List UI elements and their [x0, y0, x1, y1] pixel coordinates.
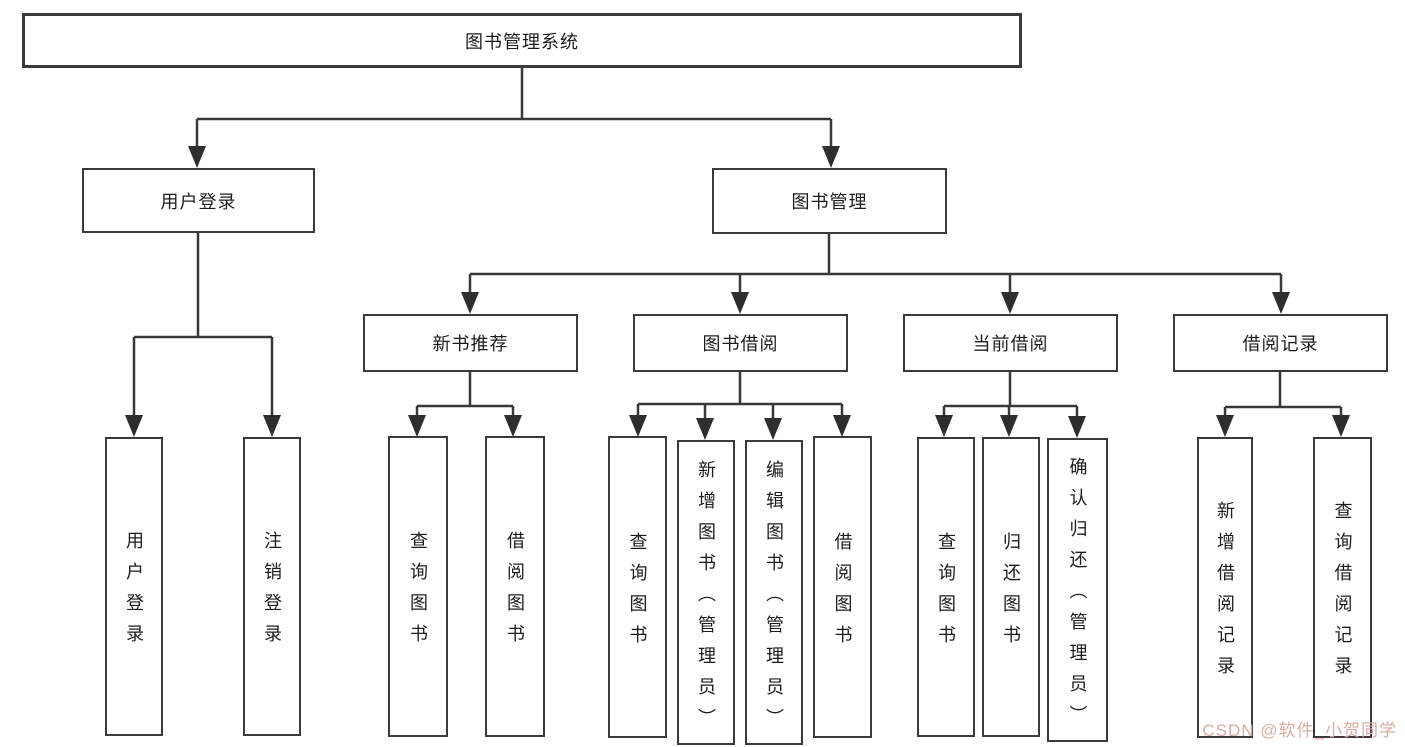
leaf-query-books-borrow-label: 查询图书	[627, 531, 648, 656]
node-current-borrow: 当前借阅	[903, 314, 1118, 372]
node-book-management-label: 图书管理	[791, 192, 868, 212]
connector-new-book-split	[415, 372, 515, 420]
node-library-system: 图书管理系统	[22, 13, 1022, 68]
node-current-borrow-label: 当前借阅	[972, 334, 1049, 354]
leaf-edit-book-admin: 编辑图书（管理员）	[745, 440, 803, 745]
leaf-borrow-books-recommend: 借阅图书	[485, 436, 545, 737]
arrow-down-icon	[125, 146, 1350, 440]
connector-user-login-split	[132, 233, 274, 420]
csdn-watermark: CSDN @软件_小贺同学	[1202, 721, 1397, 740]
leaf-query-books-current-label: 查询图书	[936, 531, 956, 656]
leaf-query-books-borrow: 查询图书	[608, 436, 667, 738]
leaf-add-book-admin: 新增图书（管理员）	[677, 440, 735, 745]
node-book-borrow: 图书借阅	[633, 314, 848, 372]
leaf-borrow-book-label: 借阅图书	[832, 531, 853, 656]
leaf-query-books-recommend: 查询图书	[388, 436, 448, 737]
leaf-add-book-admin-label: 新增图书（管理员）	[696, 459, 716, 739]
leaf-user-login-label: 用户登录	[124, 531, 144, 655]
leaf-return-book: 归还图书	[982, 437, 1040, 737]
connector-current-borrow-split	[942, 372, 1079, 421]
leaf-return-book-label: 归还图书	[1001, 531, 1021, 656]
leaf-edit-book-admin-label: 编辑图书（管理员）	[764, 459, 784, 739]
node-book-management: 图书管理	[712, 168, 947, 234]
leaf-user-login: 用户登录	[105, 437, 163, 736]
connector-root-split	[195, 68, 833, 150]
leaf-logout: 注销登录	[243, 437, 301, 736]
leaf-query-books-recommend-label: 查询图书	[408, 531, 428, 655]
node-user-login: 用户登录	[82, 168, 315, 233]
node-borrow-record-label: 借阅记录	[1242, 334, 1319, 354]
node-new-book-recommend: 新书推荐	[363, 314, 578, 372]
leaf-confirm-return-admin: 确认归还（管理员）	[1047, 438, 1108, 742]
connector-borrow-record-split	[1223, 372, 1343, 420]
leaf-logout-label: 注销登录	[262, 531, 282, 655]
leaf-query-borrow-record: 查询借阅记录	[1313, 437, 1372, 738]
node-new-book-recommend-label: 新书推荐	[432, 334, 509, 354]
connector-book-mgmt-split	[468, 234, 1283, 298]
node-library-system-label: 图书管理系统	[465, 31, 579, 52]
leaf-borrow-book: 借阅图书	[813, 436, 872, 738]
leaf-confirm-return-admin-label: 确认归还（管理员）	[1067, 457, 1088, 736]
node-book-borrow-label: 图书借阅	[702, 334, 779, 354]
leaf-add-borrow-record: 新增借阅记录	[1197, 437, 1253, 738]
leaf-query-borrow-record-label: 查询借阅记录	[1332, 501, 1353, 687]
node-user-login-label: 用户登录	[160, 191, 237, 212]
node-borrow-record: 借阅记录	[1173, 314, 1388, 372]
leaf-add-borrow-record-label: 新增借阅记录	[1215, 501, 1235, 687]
leaf-borrow-books-recommend-label: 借阅图书	[505, 531, 525, 655]
leaf-query-books-current: 查询图书	[917, 437, 975, 737]
connector-book-borrow-split	[636, 372, 844, 423]
